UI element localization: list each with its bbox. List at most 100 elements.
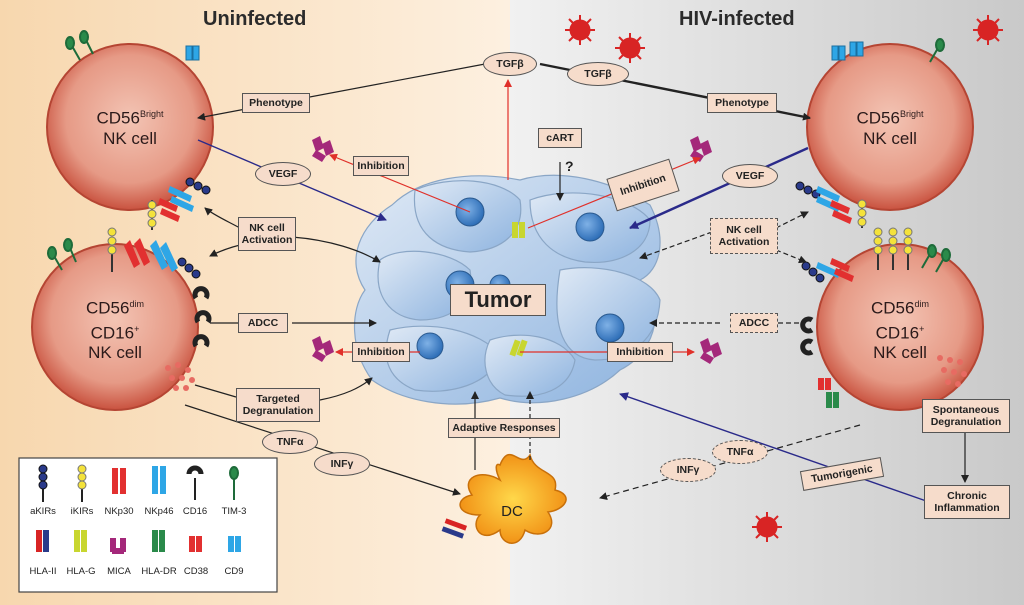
spontaneous-degranulation-box: Spontaneous Degranulation bbox=[922, 399, 1010, 433]
nkp30-receptor-icon bbox=[830, 258, 854, 282]
arrow-vegf-right bbox=[629, 146, 809, 230]
legend-akir-icon bbox=[38, 464, 48, 502]
legend-label-mica: MICA bbox=[107, 566, 131, 577]
legend-hla-dr-icon bbox=[152, 530, 165, 552]
nkp46-receptor-icon bbox=[150, 240, 178, 272]
tim3-receptor-icon bbox=[47, 238, 77, 271]
adaptive-responses-box: Adaptive Responses bbox=[448, 418, 560, 438]
cd16-receptor-icon bbox=[800, 316, 814, 356]
inhibition-box-left-top: Inhibition bbox=[353, 156, 409, 176]
tim3-receptor-icon bbox=[65, 30, 94, 61]
nkp46-receptor-icon bbox=[816, 186, 840, 212]
arrow-activation-left bbox=[291, 236, 381, 263]
ikir-receptor-icon bbox=[107, 227, 117, 272]
arrow-activation-left-down bbox=[209, 244, 241, 257]
infy-oval-left: INFγ bbox=[314, 452, 370, 476]
legend-label-akirs: aKIRs bbox=[30, 506, 56, 517]
heading-uninfected: Uninfected bbox=[203, 8, 307, 30]
nk-activation-box-left: NK cell Activation bbox=[238, 217, 296, 251]
legend-label-nkp46: NKp46 bbox=[144, 506, 174, 517]
arrow-tumorigenic bbox=[619, 392, 933, 504]
legend-label-hla-dr: HLA-DR bbox=[141, 566, 177, 577]
akir-receptor-icon bbox=[177, 257, 201, 279]
cd38-receptor-icon bbox=[818, 378, 831, 390]
arrow-tnfa-left bbox=[184, 404, 461, 496]
heading-hiv-infected: HIV-infected bbox=[679, 8, 795, 30]
legend-hla-g-icon bbox=[74, 530, 87, 552]
tnfa-oval-left: TNFα bbox=[262, 430, 318, 454]
adcc-box-left: ADCC bbox=[238, 313, 288, 333]
legend-label-hla-g: HLA-G bbox=[66, 566, 96, 577]
phenotype-box-right: Phenotype bbox=[707, 93, 777, 113]
ikir-receptor-icon bbox=[857, 199, 867, 228]
arrow-activation-right-up bbox=[775, 211, 809, 229]
akir-receptor-icon bbox=[801, 261, 825, 283]
ikir-receptor-icon bbox=[873, 227, 913, 270]
hla-dr-icon bbox=[826, 392, 839, 408]
legend-label-cd9: CD9 bbox=[224, 566, 244, 577]
cd9-receptor-icon bbox=[831, 41, 864, 61]
arrow-activation-left-back bbox=[204, 207, 241, 229]
granules-icon bbox=[937, 355, 967, 387]
cd9-receptor-icon bbox=[185, 45, 200, 61]
arrow-degranulation bbox=[319, 377, 373, 401]
tim3-receptor-icon bbox=[929, 38, 945, 63]
cart-box: cART bbox=[538, 128, 582, 148]
ikir-receptor-icon bbox=[147, 200, 157, 230]
inhibition-box-left-bottom: Inhibition bbox=[352, 342, 410, 362]
nkp30-receptor-icon bbox=[124, 238, 150, 268]
tim3-receptor-icon bbox=[921, 244, 951, 273]
adcc-box-right: ADCC bbox=[730, 313, 778, 333]
nkp30-receptor-icon bbox=[158, 198, 180, 222]
vegf-oval-right: VEGF bbox=[722, 164, 778, 188]
tgfb-oval-right: TGFβ bbox=[567, 62, 629, 86]
nkp46-receptor-icon bbox=[168, 186, 194, 212]
legend-label-hla-ii: HLA-II bbox=[29, 566, 57, 577]
legend-tim3-icon bbox=[229, 466, 239, 500]
nk-cell-left-bright bbox=[46, 43, 214, 211]
legend-ikir-icon bbox=[77, 464, 87, 502]
granules-icon bbox=[165, 362, 195, 391]
nk-cell-right-bright bbox=[806, 43, 974, 211]
dc-label: DC bbox=[501, 503, 523, 520]
legend-nkp30-icon bbox=[112, 468, 126, 494]
infy-oval-right: INFγ bbox=[660, 458, 716, 482]
arrow-activation-right bbox=[639, 231, 713, 260]
cd16-receptor-icon bbox=[192, 286, 212, 348]
targeted-degranulation-box: Targeted Degranulation bbox=[236, 388, 320, 422]
nkp30-receptor-icon bbox=[830, 200, 852, 224]
legend-label-nkp30: NKp30 bbox=[104, 506, 134, 517]
inhibition-box-right-bottom: Inhibition bbox=[607, 342, 673, 362]
hla-ii-icon-blue bbox=[441, 526, 465, 539]
tgfb-oval-left: TGFβ bbox=[483, 52, 537, 76]
legend-cd16-icon bbox=[186, 465, 204, 500]
legend-cd38-icon bbox=[189, 536, 202, 552]
legend-mica-icon bbox=[110, 538, 126, 554]
tumor-label: Tumor bbox=[450, 284, 546, 316]
legend-nkp46-icon bbox=[152, 466, 166, 494]
phenotype-box-left: Phenotype bbox=[242, 93, 310, 113]
nk-activation-box-right: NK cell Activation bbox=[710, 218, 778, 254]
vegf-oval-left: VEGF bbox=[255, 162, 311, 186]
akir-receptor-icon bbox=[185, 177, 211, 195]
cart-question-mark: ? bbox=[565, 158, 574, 174]
dendritic-cell bbox=[459, 453, 567, 544]
legend-label-cd38: CD38 bbox=[183, 566, 209, 577]
virus-icon bbox=[565, 15, 1003, 542]
legend-label-cd16: CD16 bbox=[182, 506, 208, 517]
arrow-activation-right-down bbox=[775, 249, 807, 264]
legend-label-ikirs: iKIRs bbox=[70, 506, 94, 517]
hla-ii-icon bbox=[444, 518, 468, 531]
mica-icon bbox=[312, 136, 722, 364]
legend-hla-ii-icon bbox=[36, 530, 49, 552]
line-degranulation bbox=[194, 384, 237, 398]
hla-g-icon bbox=[509, 222, 528, 357]
legend-label-tim3: TIM-3 bbox=[221, 506, 247, 517]
tnfa-oval-right: TNFα bbox=[712, 440, 768, 464]
